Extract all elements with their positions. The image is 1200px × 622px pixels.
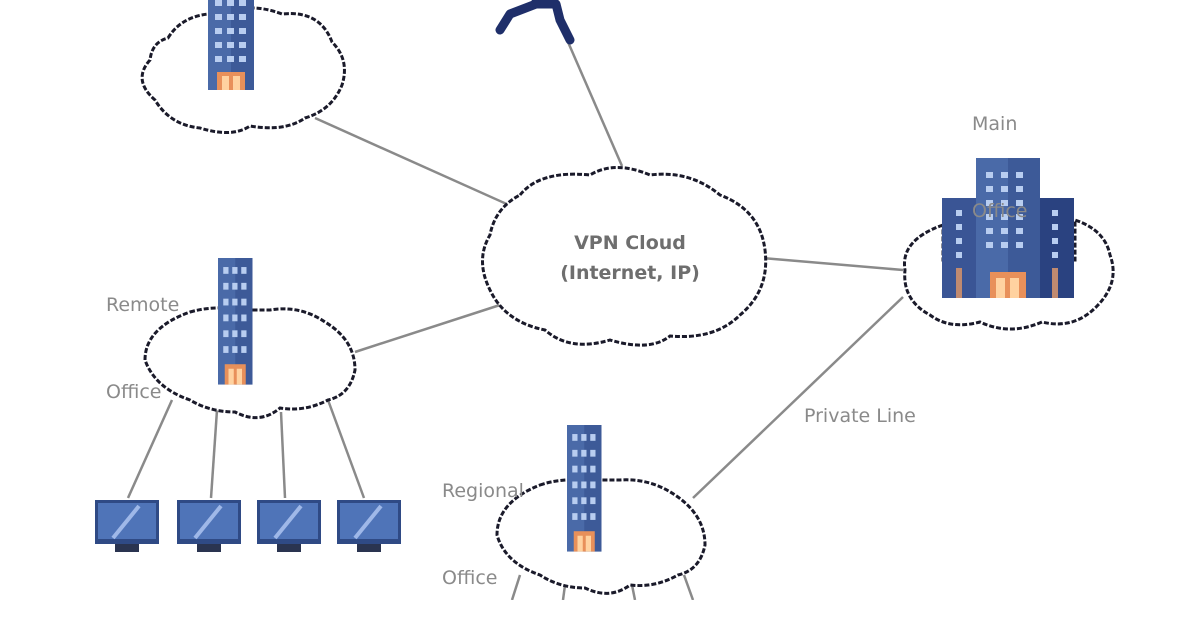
main-office-label-line1: Main — [972, 113, 1018, 135]
vpn-cloud-label: VPN Cloud (Internet, IP) — [528, 228, 732, 288]
vpn-cloud — [481, 166, 768, 347]
link-remote-office-vpn — [354, 303, 501, 354]
vpn-cloud-label-line2: (Internet, IP) — [560, 262, 700, 284]
regional-office-label-line2: Office — [442, 567, 498, 589]
remote-office-label-line1: Remote — [106, 294, 180, 316]
link-regional-sub-1 — [510, 574, 522, 600]
link-mobile-user-vpn — [566, 41, 624, 167]
regional-office-building-icon — [567, 425, 602, 552]
workstation-icon-4 — [335, 498, 403, 554]
workstation-icon-2 — [175, 498, 243, 554]
main-office-label-line2: Office — [972, 200, 1028, 222]
remote-office-building-icon — [218, 258, 253, 385]
link-regional-sub-3 — [630, 584, 637, 600]
link-remote-ws-2 — [209, 409, 219, 499]
remote-office-label: Remote Office — [106, 233, 179, 436]
link-top-office-vpn — [314, 116, 521, 212]
link-remote-ws-1 — [126, 399, 174, 499]
link-remote-ws-3 — [279, 411, 287, 499]
regional-office-label: Regional Office — [442, 419, 524, 622]
regional-office-label-line1: Regional — [442, 480, 524, 502]
main-office-building-icon — [942, 158, 1074, 298]
main-office-label: Main Office — [972, 52, 1027, 255]
top-office-building-icon — [208, 0, 254, 90]
mobile-user-icon — [495, 0, 575, 45]
vpn-cloud-label-line1: VPN Cloud — [574, 232, 686, 254]
link-regional-sub-2 — [561, 584, 567, 600]
workstation-icon-1 — [93, 498, 161, 554]
links — [126, 41, 904, 600]
remote-office-label-line2: Office — [106, 381, 162, 403]
network-diagram — [93, 0, 1115, 600]
link-remote-ws-4 — [326, 399, 366, 499]
link-vpn-main-office — [761, 256, 904, 272]
private-line-label: Private Line — [804, 405, 916, 427]
link-private-line — [692, 296, 904, 499]
workstation-icon-3 — [255, 498, 323, 554]
link-regional-sub-4 — [682, 574, 695, 600]
